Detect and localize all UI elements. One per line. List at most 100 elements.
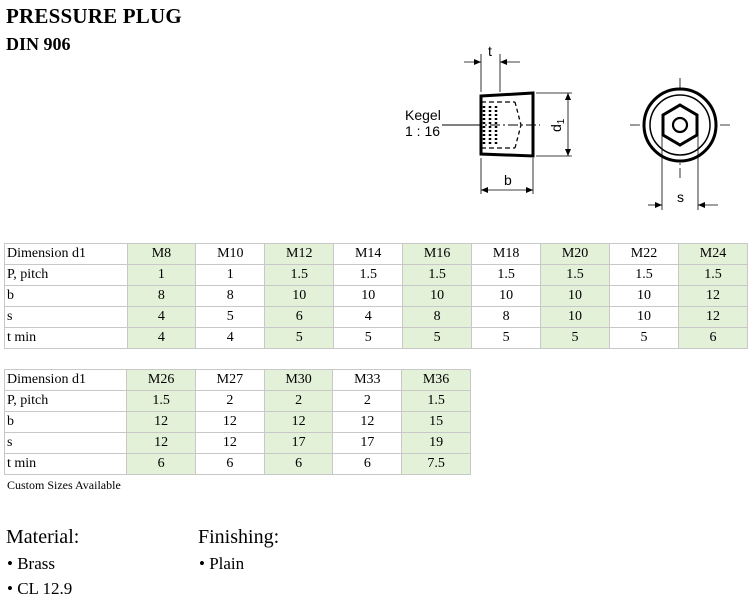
table-cell: 2: [263, 390, 334, 412]
kegel-ratio-label: 1 : 16: [405, 123, 440, 139]
table-cell: M24: [677, 243, 749, 265]
table-cell: M20: [540, 243, 611, 265]
end-view: [630, 78, 730, 210]
table-cell: 8: [402, 306, 473, 328]
row-label: P, pitch: [4, 264, 128, 286]
dim-d1-label: d1: [548, 118, 567, 132]
table-cell: 1.5: [540, 264, 611, 286]
table-cell: 1.5: [402, 264, 473, 286]
table-cell: M14: [333, 243, 404, 265]
table-cell: 10: [540, 306, 611, 328]
material-item-brass: • Brass: [7, 554, 55, 573]
table-cell: M27: [194, 369, 265, 391]
table-cell: 1.5: [677, 264, 749, 286]
table-cell: 5: [195, 306, 266, 328]
table-cell: 12: [126, 411, 196, 433]
table-cell: 10: [333, 285, 404, 307]
row-label: t min: [4, 327, 128, 349]
table-cell: 2: [332, 390, 403, 412]
dim-s-label: s: [677, 189, 684, 205]
custom-sizes-note: Custom Sizes Available: [7, 478, 121, 492]
kegel-label: Kegel: [405, 107, 441, 123]
row-label: b: [4, 285, 128, 307]
table-cell: M16: [402, 243, 473, 265]
finishing-item-plain: • Plain: [199, 554, 245, 573]
table-cell: M33: [332, 369, 403, 391]
row-label: P, pitch: [3, 390, 128, 412]
table-cell: 12: [677, 285, 749, 307]
page-title: PRESSURE PLUG: [6, 4, 182, 28]
dim-b-label: b: [504, 172, 512, 188]
table-cell: 17: [332, 432, 403, 454]
page-subtitle: DIN 906: [6, 34, 71, 54]
table-cell: 6: [264, 306, 335, 328]
table-cell: 1.5: [126, 390, 196, 412]
table-cell: 10: [540, 285, 611, 307]
table-cell: 10: [609, 285, 679, 307]
table-cell: 8: [471, 306, 542, 328]
table-cell: 6: [263, 453, 334, 475]
table-cell: 1.5: [401, 390, 471, 412]
table-cell: M26: [126, 369, 196, 391]
table-cell: M18: [471, 243, 542, 265]
row-label: Dimension d1: [3, 369, 128, 391]
table-cell: M12: [264, 243, 335, 265]
table-cell: 4: [126, 306, 197, 328]
table-cell: 5: [471, 327, 542, 349]
table-cell: M22: [609, 243, 679, 265]
table-cell: 12: [263, 411, 334, 433]
side-view: [442, 54, 572, 194]
row-label: b: [3, 411, 128, 433]
table-cell: 1.5: [333, 264, 404, 286]
row-label: Dimension d1: [4, 243, 128, 265]
table-cell: 6: [126, 453, 196, 475]
table-cell: 12: [126, 432, 196, 454]
finishing-heading: Finishing:: [198, 526, 280, 548]
table-cell: 1.5: [264, 264, 335, 286]
table-cell: 2: [194, 390, 265, 412]
table-cell: 1.5: [609, 264, 679, 286]
table-cell: 15: [401, 411, 471, 433]
table-cell: 1: [195, 264, 266, 286]
table-cell: 12: [194, 411, 265, 433]
table-cell: M8: [126, 243, 197, 265]
material-heading: Material:: [6, 526, 80, 548]
table-cell: 17: [263, 432, 334, 454]
table-cell: 12: [332, 411, 403, 433]
table-cell: 10: [609, 306, 679, 328]
row-label: t min: [3, 453, 128, 475]
table-cell: 10: [471, 285, 542, 307]
table-cell: 5: [264, 327, 335, 349]
table-cell: 5: [540, 327, 611, 349]
table-cell: M30: [263, 369, 334, 391]
table-cell: 1: [126, 264, 197, 286]
table-cell: M36: [401, 369, 471, 391]
table-cell: M10: [195, 243, 266, 265]
table-cell: 4: [333, 306, 404, 328]
table-cell: 7.5: [401, 453, 471, 475]
table-cell: 5: [333, 327, 404, 349]
table-cell: 19: [401, 432, 471, 454]
table-cell: 10: [264, 285, 335, 307]
table-cell: 4: [195, 327, 266, 349]
dim-t-label: t: [488, 43, 492, 59]
table-cell: 10: [402, 285, 473, 307]
table-cell: 5: [609, 327, 679, 349]
table-cell: 5: [402, 327, 473, 349]
table-cell: 12: [677, 306, 749, 328]
table-cell: 4: [126, 327, 197, 349]
row-label: s: [3, 432, 128, 454]
table-cell: 1.5: [471, 264, 542, 286]
